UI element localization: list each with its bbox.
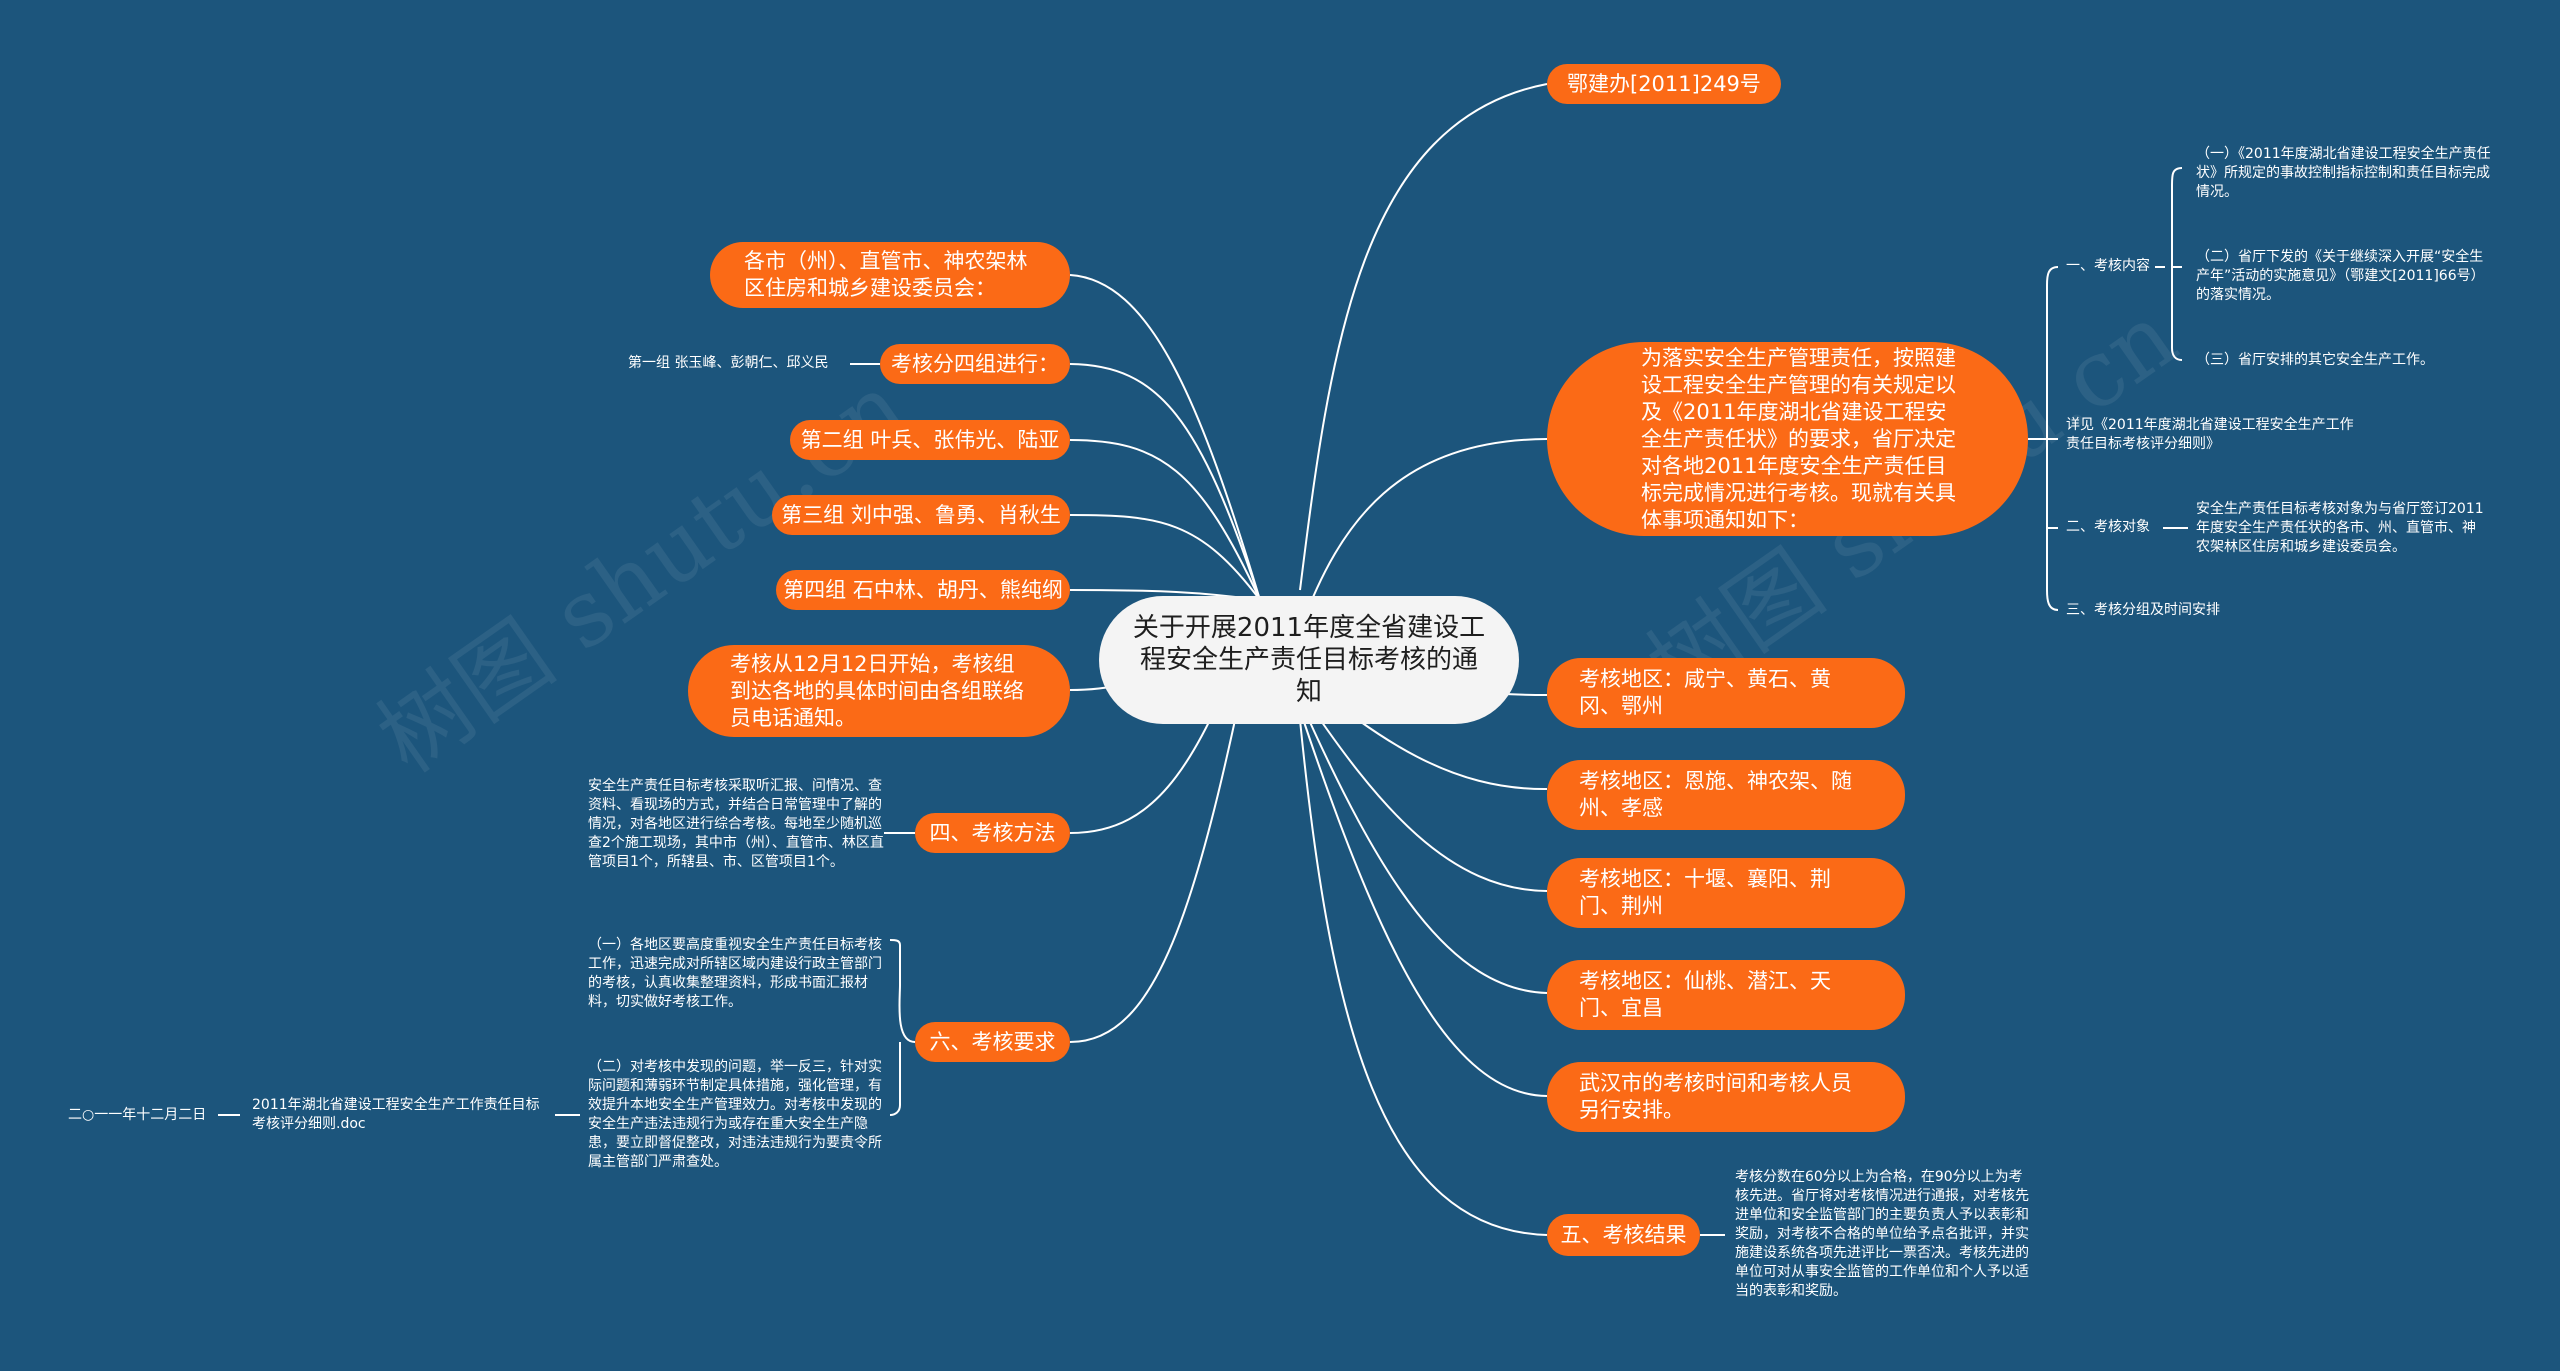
method-label-node[interactable]: 四、考核方法 — [915, 813, 1070, 853]
group-1-text: 第一组 张玉峰、彭朝仁、邱义民 — [628, 355, 829, 371]
date-text: 二○一一年十二月二日 — [68, 1107, 207, 1123]
group-4-text: 第四组 石中林、胡丹、熊纯纲 — [783, 577, 1063, 602]
recipients-text: 各市（州）、直管市、神农架林区住房和城乡建设委员会： — [744, 249, 1028, 300]
doc-number-node[interactable]: 鄂建办[2011]249号 — [1547, 64, 1781, 104]
object-text: 安全生产责任目标考核对象为与省厅签订2011年度安全生产责任状的各市、州、直管市… — [2196, 501, 2484, 555]
start-node[interactable]: 考核从12月12日开始，考核组到达各地的具体时间由各组联络员电话通知。 — [688, 645, 1070, 737]
region-text-3: 考核地区：十堰、襄阳、荆门、荆州 — [1579, 867, 1831, 918]
groups-label-text: 考核分四组进行： — [891, 351, 1059, 376]
object-label[interactable]: 二、考核对象 — [2066, 519, 2150, 535]
content-item-1: （一）《2011年度湖北省建设工程安全生产责任状》所规定的事故控制指标控制和责任… — [2196, 146, 2491, 200]
intro-node[interactable]: 为落实安全生产管理责任，按照建设工程安全生产管理的有关规定以及《2011年度湖北… — [1547, 342, 2028, 536]
region-node-2[interactable]: 考核地区：恩施、神农架、随州、孝感 — [1547, 760, 1905, 830]
wuhan-node[interactable]: 武汉市的考核时间和考核人员另行安排。 — [1547, 1062, 1905, 1132]
requirements-label-node[interactable]: 六、考核要求 — [915, 1022, 1070, 1062]
central-topic[interactable]: 关于开展2011年度全省建设工程安全生产责任目标考核的通知 — [1099, 596, 1519, 724]
wuhan-text: 武汉市的考核时间和考核人员另行安排。 — [1579, 1071, 1852, 1122]
method-text: 安全生产责任目标考核采取听汇报、问情况、查资料、看现场的方式，并结合日常管理中了… — [588, 778, 884, 870]
recipients-node[interactable]: 各市（州）、直管市、神农架林区住房和城乡建设委员会： — [710, 242, 1070, 308]
region-text-4: 考核地区：仙桃、潜江、天门、宜昌 — [1579, 969, 1831, 1020]
result-text: 考核分数在60分以上为合格，在90分以上为考核先进。省厅将对考核情况进行通报，对… — [1735, 1169, 2029, 1299]
content-label[interactable]: 一、考核内容 — [2066, 258, 2150, 274]
region-node-4[interactable]: 考核地区：仙桃、潜江、天门、宜昌 — [1547, 960, 1905, 1030]
group-2-node[interactable]: 第二组 叶兵、张伟光、陆亚 — [790, 420, 1070, 460]
region-node-1[interactable]: 考核地区：咸宁、黄石、黄冈、鄂州 — [1547, 658, 1905, 728]
detail-reference: 详见《2011年度湖北省建设工程安全生产工作责任目标考核评分细则》 — [2066, 417, 2354, 452]
result-label-text: 五、考核结果 — [1560, 1222, 1687, 1247]
content-item-2: （二）省厅下发的《关于继续深入开展“安全生产年”活动的实施意见》（鄂建文[201… — [2196, 249, 2485, 303]
method-label-text: 四、考核方法 — [929, 820, 1056, 845]
start-text: 考核从12月12日开始，考核组到达各地的具体时间由各组联络员电话通知。 — [730, 651, 1024, 730]
group-2-text: 第二组 叶兵、张伟光、陆亚 — [800, 427, 1060, 452]
requirements-label-text: 六、考核要求 — [929, 1029, 1056, 1054]
requirement-1: （一）各地区要高度重视安全生产责任目标考核工作，迅速完成对所辖区域内建设行政主管… — [588, 937, 882, 1010]
intro-text: 为落实安全生产管理责任，按照建设工程安全生产管理的有关规定以及《2011年度湖北… — [1641, 345, 1956, 532]
region-node-3[interactable]: 考核地区：十堰、襄阳、荆门、荆州 — [1547, 858, 1905, 928]
group-3-node[interactable]: 第三组 刘中强、鲁勇、肖秋生 — [772, 495, 1070, 535]
doc-number-text: 鄂建办[2011]249号 — [1567, 71, 1761, 96]
requirement-2: （二）对考核中发现的问题，举一反三，针对实际问题和薄弱环节制定具体措施，强化管理… — [588, 1059, 882, 1170]
group-4-node[interactable]: 第四组 石中林、胡丹、熊纯纲 — [776, 570, 1070, 610]
attachment-text[interactable]: 2011年湖北省建设工程安全生产工作责任目标考核评分细则.doc — [252, 1097, 540, 1132]
region-text-1: 考核地区：咸宁、黄石、黄冈、鄂州 — [1579, 667, 1831, 718]
central-topic-text: 关于开展2011年度全省建设工程安全生产责任目标考核的通知 — [1132, 613, 1486, 707]
region-text-2: 考核地区：恩施、神农架、随州、孝感 — [1579, 769, 1852, 820]
group-3-text: 第三组 刘中强、鲁勇、肖秋生 — [781, 502, 1061, 527]
result-label-node[interactable]: 五、考核结果 — [1547, 1214, 1700, 1256]
group-schedule-label[interactable]: 三、考核分组及时间安排 — [2066, 602, 2220, 618]
groups-label-node[interactable]: 考核分四组进行： — [880, 344, 1070, 384]
content-item-3: （三）省厅安排的其它安全生产工作。 — [2196, 352, 2434, 368]
